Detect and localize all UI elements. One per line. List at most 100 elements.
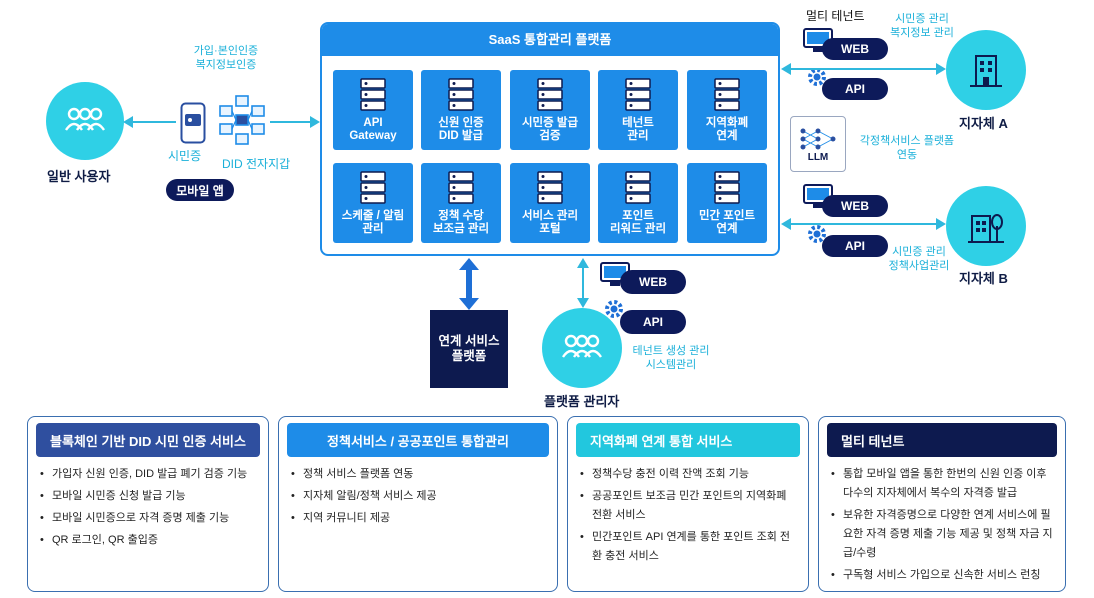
tile-label: 테넌트 관리 xyxy=(622,117,654,142)
arrow-head-right-icon xyxy=(310,116,320,128)
list-item: 구독형 서비스 가입으로 신속한 서비스 런칭 xyxy=(831,566,1053,585)
server-icon xyxy=(714,78,740,111)
admins-icon xyxy=(562,334,602,358)
service-card: 정책서비스 / 공공포인트 통합관리정책 서비스 플랫폼 연동지자체 알림/정책… xyxy=(278,416,558,592)
list-item: 정책수당 충전 이력 잔액 조회 기능 xyxy=(580,465,796,484)
users-icon xyxy=(65,107,105,131)
admin-arrow-icon xyxy=(577,258,589,308)
building-tree-icon xyxy=(968,214,1004,243)
service-tile: 정책 수당 보조금 관리 xyxy=(421,163,501,243)
tile-label: 지역화폐 연계 xyxy=(705,117,749,142)
city-a-circle xyxy=(946,30,1026,110)
arrow-head-left-icon xyxy=(781,218,791,230)
card-title: 블록체인 기반 DID 시민 인증 서비스 xyxy=(36,423,260,457)
card-title: 정책서비스 / 공공포인트 통합관리 xyxy=(287,423,549,457)
arrow-head-right-icon xyxy=(936,63,946,75)
list-item: 통합 모바일 앱을 통한 한번의 신원 인증 이후 다수의 지자체에서 복수의 … xyxy=(831,465,1053,503)
city-a-web-badge: WEB xyxy=(822,38,888,60)
arrow-platform-city-b xyxy=(788,223,938,225)
gear-icon xyxy=(808,68,826,86)
arrow-mobile-platform xyxy=(270,121,312,123)
list-item: 정책 서비스 플랫폼 연동 xyxy=(291,465,545,484)
gear-icon xyxy=(605,300,623,318)
list-item: 공공포인트 보조금 민간 포인트의 지역화폐 전환 서비스 xyxy=(580,487,796,525)
tile-label: 시민증 발급 검증 xyxy=(521,117,579,142)
service-tile: API Gateway xyxy=(333,70,413,150)
admin-note: 테넌트 생성 관리 시스템관리 xyxy=(632,345,710,371)
multi-tenant-label: 멀티 테넌트 xyxy=(806,9,865,23)
gear-icon xyxy=(808,225,826,243)
tile-label: 민간 포인트 연계 xyxy=(698,210,756,235)
arrow-user-mobile xyxy=(128,121,176,123)
server-icon xyxy=(360,78,386,111)
city-b-note: 시민증 관리 정책사업관리 xyxy=(888,246,950,272)
server-icon xyxy=(714,171,740,204)
server-icon xyxy=(448,171,474,204)
card-title: 지역화폐 연계 통합 서비스 xyxy=(576,423,800,457)
city-b-circle xyxy=(946,186,1026,266)
phone-icon xyxy=(180,102,206,144)
city-b-api-badge: API xyxy=(822,235,888,257)
mobile-app-badge: 모바일 앱 xyxy=(166,179,234,201)
admin-web-badge: WEB xyxy=(620,270,686,294)
city-b-web-badge: WEB xyxy=(822,195,888,217)
server-icon xyxy=(537,171,563,204)
service-card: 멀티 테넌트통합 모바일 앱을 통한 한번의 신원 인증 이후 다수의 지자체에… xyxy=(818,416,1066,592)
list-item: 지역 커뮤니티 제공 xyxy=(291,509,545,528)
service-card: 지역화폐 연계 통합 서비스정책수당 충전 이력 잔액 조회 기능공공포인트 보… xyxy=(567,416,809,592)
server-icon xyxy=(360,171,386,204)
admin-circle xyxy=(542,308,622,388)
list-item: QR 로그인, QR 출입증 xyxy=(40,531,256,550)
building-icon xyxy=(970,55,1002,87)
service-tile: 시민증 발급 검증 xyxy=(510,70,590,150)
arrow-head-left-icon xyxy=(781,63,791,75)
tile-label: 정책 수당 보조금 관리 xyxy=(432,210,490,235)
city-a-label: 지자체 A xyxy=(959,116,1008,131)
list-item: 가입자 신원 인증, DID 발급 폐기 검증 기능 xyxy=(40,465,256,484)
llm-note: 각정책서비스 플랫폼 연동 xyxy=(859,135,955,161)
tile-label: 신원 인증 DID 발급 xyxy=(438,117,484,142)
city-a-note: 시민증 관리 복지정보 관리 xyxy=(890,13,954,39)
server-icon xyxy=(625,78,651,111)
list-item: 지자체 알림/정책 서비스 제공 xyxy=(291,487,545,506)
llm-label: LLM xyxy=(807,151,829,163)
server-icon xyxy=(448,78,474,111)
tile-label: API Gateway xyxy=(349,117,397,142)
neural-net-icon xyxy=(800,128,836,149)
card-list: 가입자 신원 인증, DID 발급 폐기 검증 기능모바일 시민증 신청 발급 … xyxy=(40,465,256,553)
arrow-head-left-icon xyxy=(123,116,133,128)
admin-api-badge: API xyxy=(620,310,686,334)
service-tile: 신원 인증 DID 발급 xyxy=(421,70,501,150)
server-icon xyxy=(537,78,563,111)
mobile-cert-label: 가입·본인인증 복지정보인증 xyxy=(193,45,259,71)
tile-label: 스케줄 / 알림 관리 xyxy=(341,210,405,235)
llm-box: LLM xyxy=(790,116,846,172)
service-tile: 서비스 관리 포털 xyxy=(510,163,590,243)
link-service-platform: 연계 서비스 플랫폼 xyxy=(430,310,508,388)
tile-label: 포인트 리워드 관리 xyxy=(609,210,667,235)
tile-label: 서비스 관리 포털 xyxy=(521,210,579,235)
service-card: 블록체인 기반 DID 시민 인증 서비스가입자 신원 인증, DID 발급 폐… xyxy=(27,416,269,592)
list-item: 보유한 자격증명으로 다양한 연계 서비스에 필요한 자격 증명 제출 기능 제… xyxy=(831,506,1053,563)
arrow-head-right-icon xyxy=(936,218,946,230)
arrow-platform-city-a xyxy=(788,68,938,70)
blockchain-icon xyxy=(219,95,265,145)
user-label: 일반 사용자 xyxy=(47,169,111,184)
platform-title: SaaS 통합관리 플랫폼 xyxy=(322,24,778,56)
server-icon xyxy=(625,171,651,204)
list-item: 민간포인트 API 연계를 통한 포인트 조회 전환 충전 서비스 xyxy=(580,528,796,566)
user-circle xyxy=(46,82,124,160)
admin-label: 플랫폼 관리자 xyxy=(544,394,620,409)
service-tile: 포인트 리워드 관리 xyxy=(598,163,678,243)
city-a-api-badge: API xyxy=(822,78,888,100)
card-list: 통합 모바일 앱을 통한 한번의 신원 인증 이후 다수의 지자체에서 복수의 … xyxy=(831,465,1053,588)
citizen-id-label: 시민증 xyxy=(168,149,202,163)
double-arrow-icon xyxy=(459,258,479,310)
service-tile: 스케줄 / 알림 관리 xyxy=(333,163,413,243)
service-tile: 지역화폐 연계 xyxy=(687,70,767,150)
did-wallet-label: DID 전자지갑 xyxy=(222,157,291,171)
card-list: 정책수당 충전 이력 잔액 조회 기능공공포인트 보조금 민간 포인트의 지역화… xyxy=(580,465,796,569)
city-b-label: 지자체 B xyxy=(959,271,1008,286)
service-tile: 테넌트 관리 xyxy=(598,70,678,150)
